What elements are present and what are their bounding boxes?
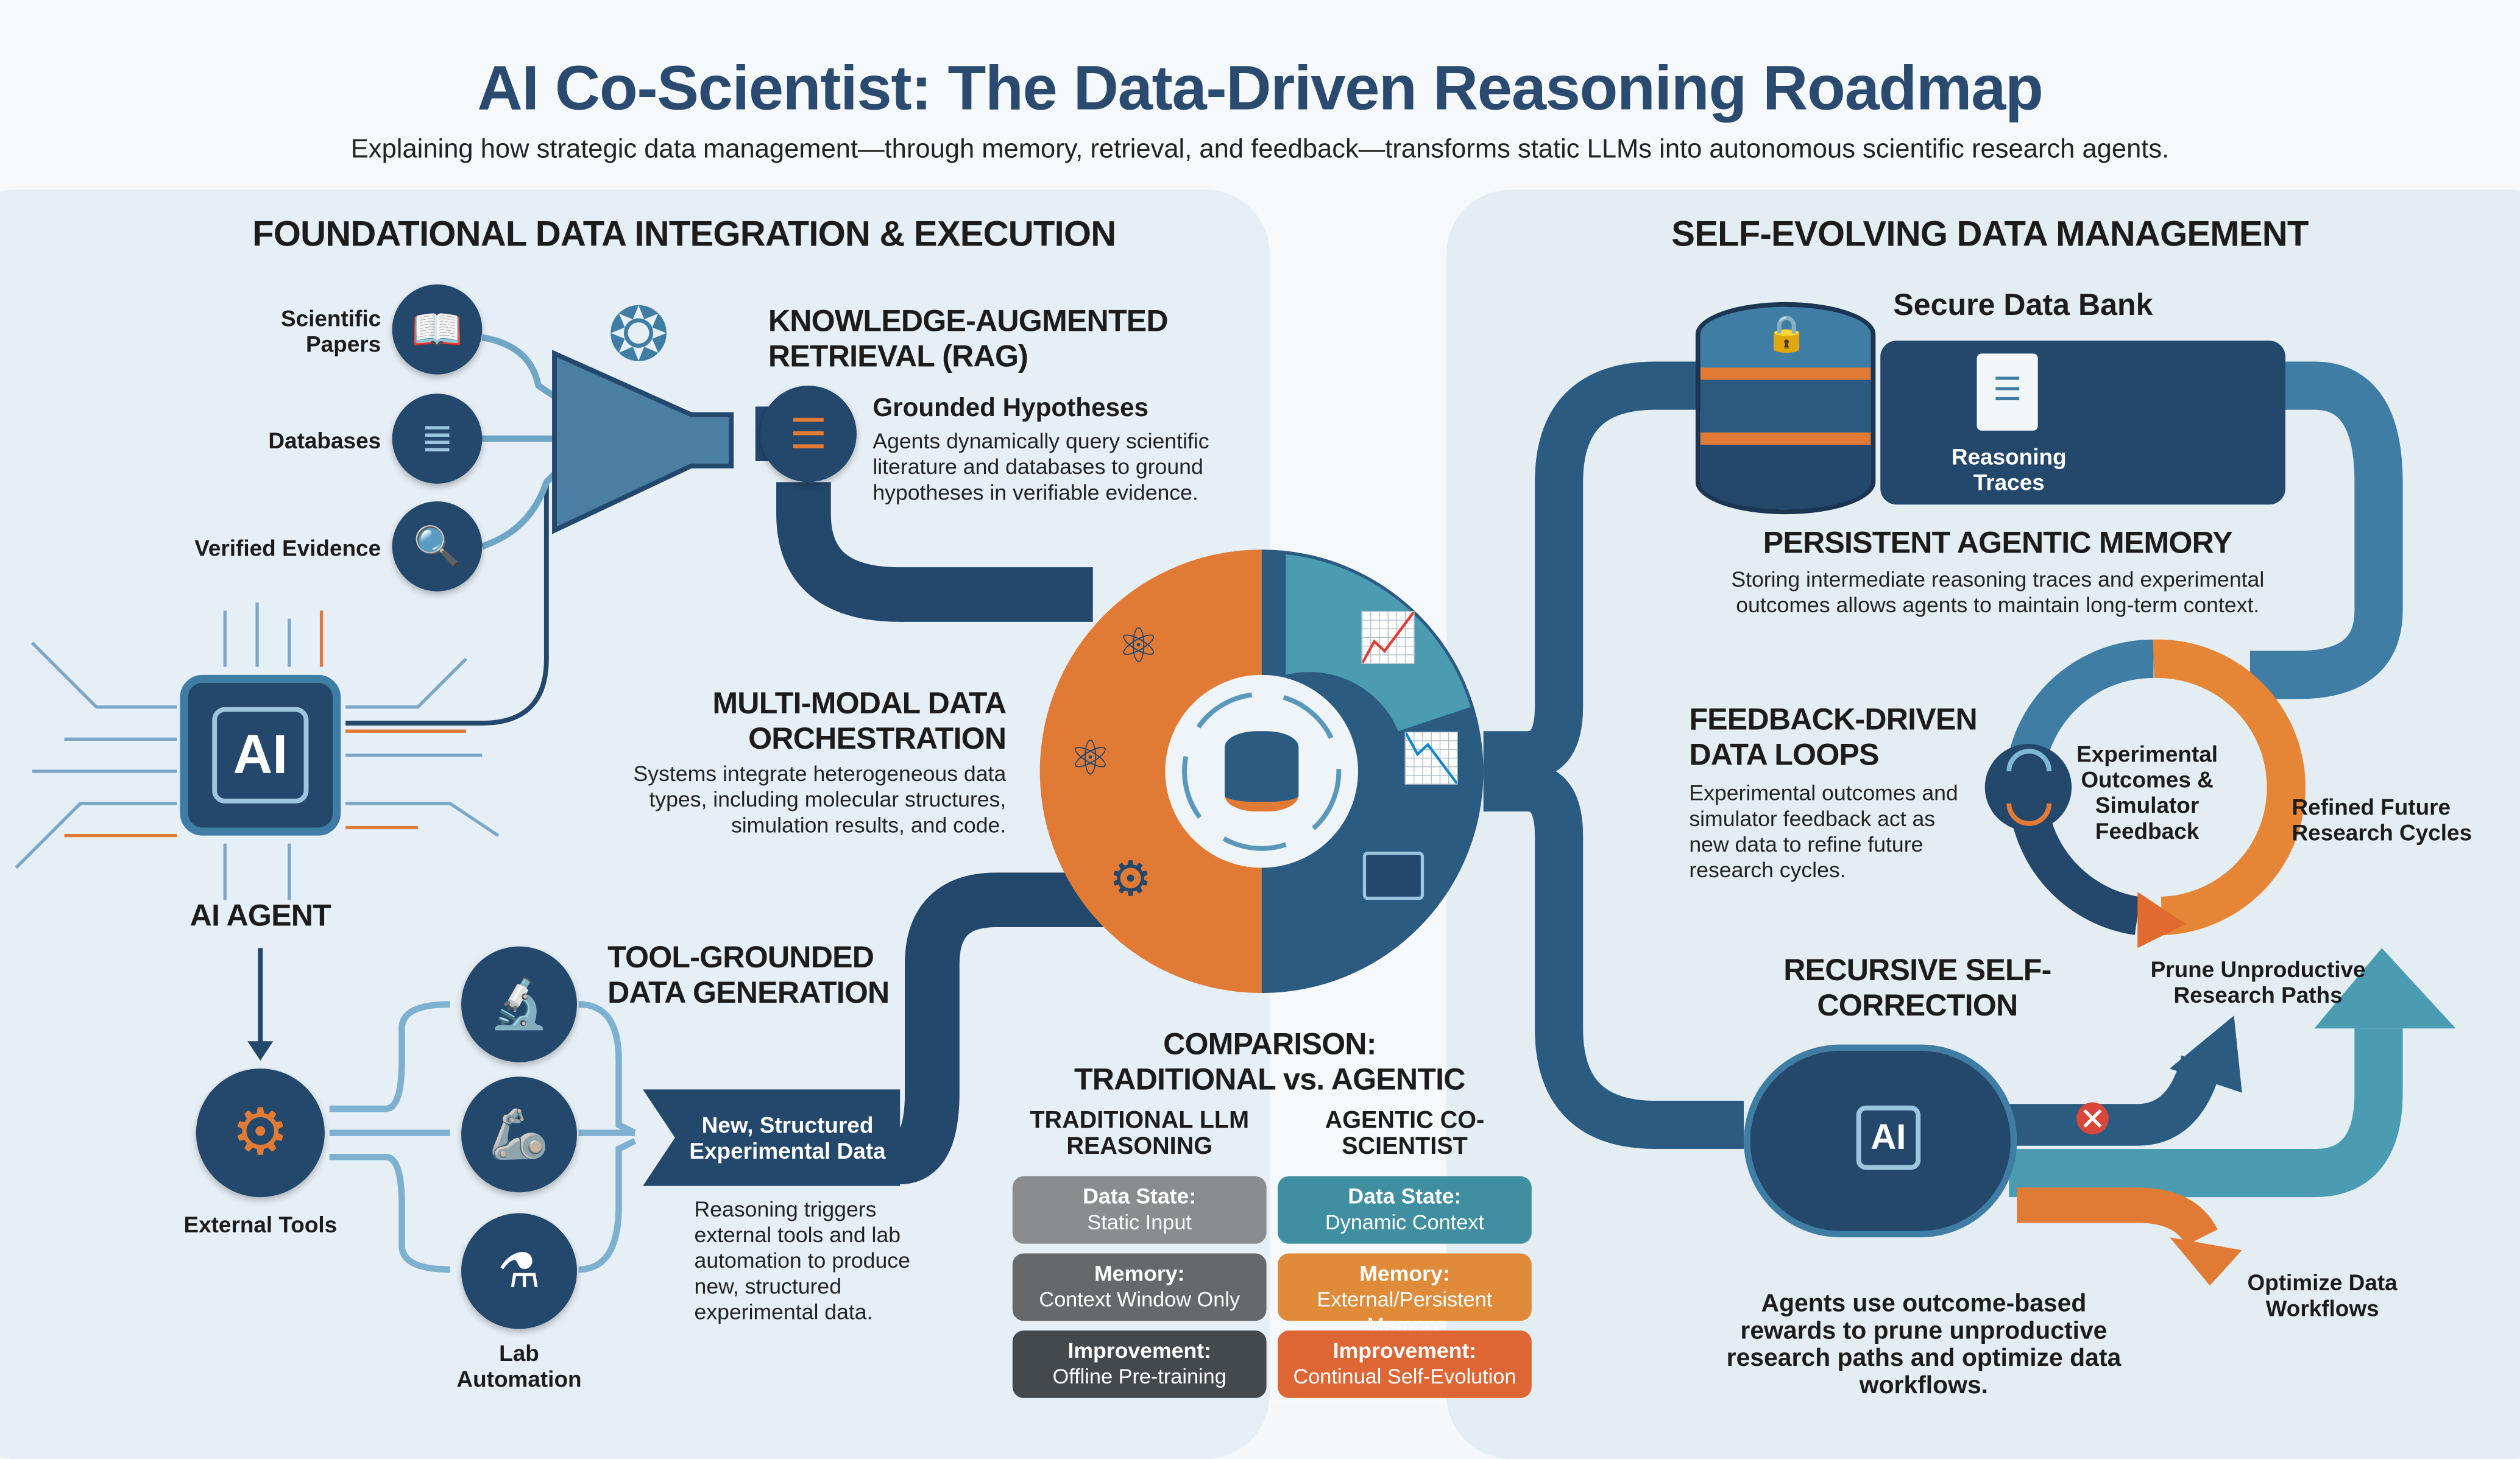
memory-title: PERSISTENT AGENTIC MEMORY xyxy=(1763,527,2233,561)
lock-icon: 🔒 xyxy=(1764,313,1809,354)
traditional-improvement: Improvement:Offline Pre-training xyxy=(1012,1330,1267,1398)
traditional-memory: Memory:Context Window Only xyxy=(1012,1253,1267,1321)
input-label-papers: Scientific Papers xyxy=(280,305,381,357)
agentic-heading: AGENTIC CO-SCIENTIST xyxy=(1325,1107,1485,1160)
cell-key: Improvement: xyxy=(1067,1338,1211,1363)
data-bank-label: Secure Data Bank xyxy=(1893,289,2153,323)
ai-chip: AI xyxy=(180,674,341,836)
chart-icon: 📈 xyxy=(1357,612,1418,666)
document-search-icon: 🔍 xyxy=(392,501,483,592)
tools-text: Reasoning triggers external tools and la… xyxy=(694,1197,910,1324)
loops-text: Experimental outcomes and simulator feed… xyxy=(1689,780,1958,883)
left-heading: FOUNDATIONAL DATA INTEGRATION & EXECUTIO… xyxy=(252,213,1116,254)
circuit-lines xyxy=(15,602,500,900)
flask-icon: ⚗ xyxy=(461,1213,577,1329)
rag-subtitle: Grounded Hypotheses xyxy=(872,395,1149,423)
cell-key: Memory: xyxy=(1094,1261,1185,1286)
loop-center-label: Experimental Outcomes & Simulator Feedba… xyxy=(2076,741,2218,844)
tools-title: TOOL-GROUNDED DATA GENERATION xyxy=(607,942,897,1012)
traditional-data-state: Data State:Static Input xyxy=(1012,1176,1267,1244)
right-heading: SELF-EVOLVING DATA MANAGEMENT xyxy=(1671,213,2309,254)
cell-value: Offline Pre-training xyxy=(1052,1364,1226,1389)
multimodal-text: Systems integrate heterogeneous data typ… xyxy=(633,761,1007,838)
code-window-icon xyxy=(1362,852,1425,900)
ai-agent-label: AI AGENT xyxy=(189,900,331,934)
funnel xyxy=(552,350,734,534)
traditional-heading: TRADITIONAL LLM REASONING xyxy=(1030,1107,1250,1160)
refined-label: Refined Future Research Cycles xyxy=(2292,794,2472,846)
chart-icon-2: 📉 xyxy=(1401,732,1462,786)
recursive-title: RECURSIVE SELF-CORRECTION xyxy=(1783,954,2051,1024)
agentic-improvement: Improvement:Continual Self-Evolution xyxy=(1278,1330,1532,1398)
input-label-databases: Databases xyxy=(268,427,381,453)
document-icon: ☰ xyxy=(1977,353,2038,431)
central-database-icon xyxy=(1225,731,1299,812)
rag-title: KNOWLEDGE-AUGMENTED RETRIEVAL (RAG) xyxy=(768,305,1169,375)
reasoning-traces-label: Reasoning Traces xyxy=(1951,443,2067,495)
page-title: AI Co-Scientist: The Data-Driven Reasoni… xyxy=(477,54,2043,124)
tools-title-text: TOOL-GROUNDED DATA GENERATION xyxy=(607,941,890,1011)
agentic-memory: Memory:External/Persistent Memory xyxy=(1278,1253,1532,1337)
multimodal-title: MULTI-MODAL DATA ORCHESTRATION xyxy=(712,687,1007,757)
molecule-icon: ⚛ xyxy=(1117,620,1161,674)
list-icon: ☰ xyxy=(760,386,857,482)
cell-value: Continual Self-Evolution xyxy=(1293,1364,1517,1389)
robot-arm-icon: 🦾 xyxy=(461,1076,577,1193)
microscope-icon: 🔬 xyxy=(461,946,577,1062)
cell-value: Static Input xyxy=(1087,1210,1192,1234)
gears-icon: ⚙ xyxy=(196,1069,325,1198)
data-bank-cylinder xyxy=(1695,302,1876,515)
gear-icon: ⚙ xyxy=(1109,853,1153,906)
prune-label: Prune Unproductive Research Paths xyxy=(2150,956,2366,1008)
structured-data-arrow xyxy=(643,1089,901,1186)
agentic-data-state: Data State:Dynamic Context xyxy=(1278,1176,1532,1244)
molecule-icon-2: ⚛ xyxy=(1069,732,1113,786)
ring-orange xyxy=(1039,549,1262,994)
lab-automation-label: Lab Automation xyxy=(456,1340,582,1392)
cell-key: Data State: xyxy=(1348,1184,1462,1209)
cell-value: Dynamic Context xyxy=(1325,1210,1484,1234)
cell-key: Memory: xyxy=(1359,1261,1450,1286)
brain-ai-label: AI xyxy=(1856,1105,1921,1170)
brain-search-icon: ❂ xyxy=(607,292,670,376)
loops-title: FEEDBACK-DRIVEN DATA LOOPS xyxy=(1689,704,1977,773)
input-label-evidence: Verified Evidence xyxy=(194,535,381,561)
memory-text: Storing intermediate reasoning traces an… xyxy=(1731,567,2265,617)
loop-icon xyxy=(1984,744,2072,831)
cell-value: External/Persistent Memory xyxy=(1317,1287,1493,1337)
book-icon: 📖 xyxy=(392,284,483,375)
recursive-text: Agents use outcome-based rewards to prun… xyxy=(1726,1290,2122,1400)
rag-text: Agents dynamically query scientific lite… xyxy=(872,429,1209,505)
cell-key: Improvement: xyxy=(1333,1338,1477,1363)
comparison-title: COMPARISON: TRADITIONAL vs. AGENTIC xyxy=(1074,1028,1466,1098)
ai-chip-label: AI xyxy=(212,707,309,804)
brain-icon xyxy=(1744,1044,2017,1238)
flow-graphics xyxy=(15,334,2456,1286)
page-subtitle: Explaining how strategic data management… xyxy=(350,135,2170,164)
cell-key: Data State: xyxy=(1083,1184,1197,1209)
database-icon: ≣ xyxy=(392,394,483,484)
structured-data-label: New, Structured Experimental Data xyxy=(689,1112,886,1164)
infographic: AI Co-Scientist: The Data-Driven Reasoni… xyxy=(0,54,2520,1459)
external-tools-label: External Tools xyxy=(183,1211,338,1238)
reasoning-traces-box xyxy=(1880,341,2285,505)
optimize-label: Optimize Data Workflows xyxy=(2247,1269,2398,1321)
cell-value: Context Window Only xyxy=(1039,1287,1241,1312)
